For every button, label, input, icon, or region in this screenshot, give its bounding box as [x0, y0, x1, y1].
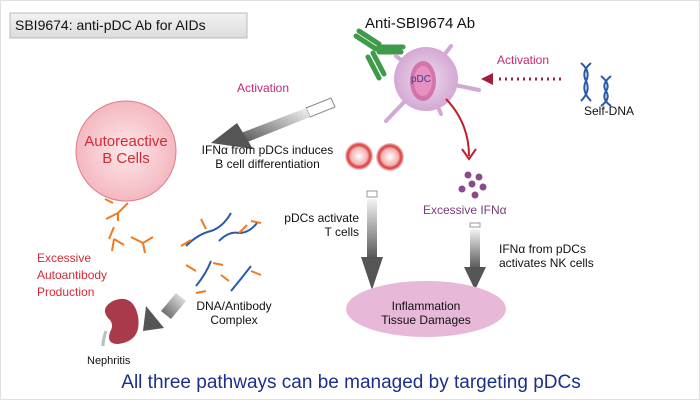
pdc-cell [384, 44, 481, 123]
anti-sbi9674-antibody-icon [353, 28, 406, 81]
t-cell [345, 142, 373, 170]
text-line: B cell differentiation [215, 156, 320, 171]
title-box [9, 12, 248, 39]
nephritis-arrow [143, 293, 186, 331]
text-line: Tissue Damages [381, 312, 471, 327]
text-line: pDCs activate [284, 211, 359, 225]
b-cells-label: Autoreactive B Cells [76, 133, 176, 168]
t-cells-text: pDCs activate T cells [271, 211, 359, 240]
complex-label: DNA/Antibody Complex [184, 299, 284, 328]
activation-label-left: Activation [237, 81, 290, 95]
pdc-label: pDC [411, 74, 432, 85]
ifn-release-arrow [445, 98, 477, 161]
text-line: Inflammation [391, 299, 461, 313]
ifn-alpha-molecules-icon [458, 171, 487, 199]
text-line: Production [37, 285, 95, 299]
t-cell [376, 143, 404, 171]
b-cell [75, 100, 177, 202]
inflammation-ellipse [346, 281, 506, 337]
text-line: Excessive [37, 251, 92, 265]
activation-label-right: Activation [497, 53, 550, 67]
text-line: activates NK cells [499, 255, 594, 270]
t-cell-arrow [361, 190, 383, 290]
activation-arrow-right [481, 73, 561, 85]
page-title: SBI9674: anti-pDC Ab for AIDs [15, 17, 206, 33]
dna-antibody-complex-icon [180, 212, 262, 294]
text-line: Complex [210, 312, 258, 327]
text-line: IFNα from pDCs induces [201, 143, 334, 157]
ifn-b-cell-text: IFNα from pDCs induces B cell differenti… [185, 143, 350, 172]
b-cells-label-line: B Cells [102, 150, 150, 168]
footer-text: All three pathways can be managed by tar… [121, 372, 581, 393]
nephritis-label: Nephritis [87, 355, 131, 367]
excessive-ifn-label: Excessive IFNα [423, 203, 507, 217]
text-line: IFNα from pDCs [499, 242, 586, 256]
self-dna-label: Self-DNA [584, 104, 635, 118]
b-cells-label-line: Autoreactive [84, 133, 168, 150]
activation-arrow-left [211, 97, 336, 149]
autoantibody-text: Excessive Autoantibody Production [37, 250, 107, 301]
text-line: T cells [324, 224, 359, 239]
nk-cells-text: IFNα from pDCs activates NK cells [499, 242, 594, 271]
text-line: Autoantibody [37, 268, 108, 282]
self-dna-icon [580, 62, 612, 107]
autoantibodies-icon [104, 198, 154, 254]
inflammation-label: Inflammation Tissue Damages [356, 299, 496, 328]
kidney-icon [101, 298, 139, 347]
text-line: DNA/Antibody [196, 299, 272, 313]
antibody-label: Anti-SBI9674 Ab [365, 15, 476, 32]
nk-cell-arrow [464, 222, 486, 290]
